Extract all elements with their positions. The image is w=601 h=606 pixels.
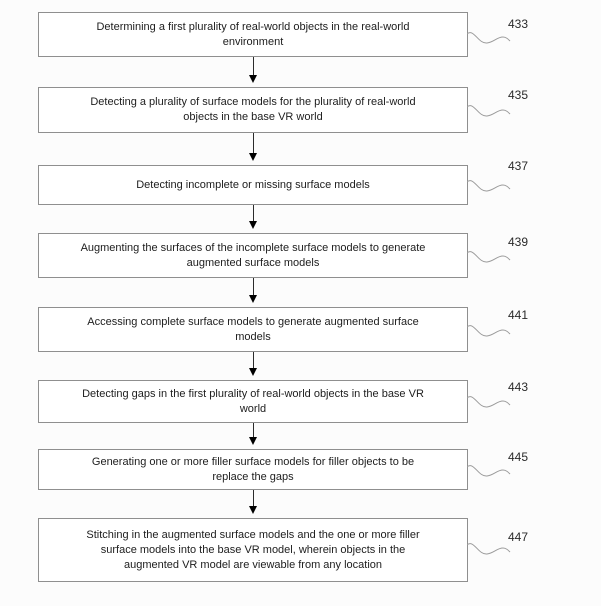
flow-step-text: Augmenting the surfaces of the incomplet… — [80, 241, 426, 269]
flowchart: Determining a first plurality of real-wo… — [38, 12, 528, 582]
flow-step-box: Accessing complete surface models to gen… — [38, 307, 468, 352]
arrow-shaft — [252, 278, 254, 295]
flow-step-8: Stitching in the augmented surface model… — [38, 518, 528, 582]
ref-number: 439 — [508, 235, 529, 249]
flow-step-6: Detecting gaps in the first plurality of… — [38, 380, 528, 423]
flow-step-box: Generating one or more filler surface mo… — [38, 449, 468, 490]
flow-step-text: Detecting a plurality of surface models … — [90, 96, 416, 123]
lead-line-squiggle — [467, 180, 511, 192]
arrow-head — [249, 153, 257, 161]
flow-step-box: Detecting gaps in the first plurality of… — [38, 380, 468, 423]
ref-number: 445 — [508, 450, 529, 464]
ref-number: 443 — [508, 380, 529, 394]
flow-step-4: Augmenting the surfaces of the incomplet… — [38, 233, 528, 278]
down-arrow-icon — [38, 352, 468, 380]
down-arrow-icon — [38, 133, 468, 165]
flow-step-box: Detecting incomplete or missing surface … — [38, 165, 468, 205]
flow-step-text: Determining a first plurality of real-wo… — [96, 20, 410, 48]
flow-step-1: Determining a first plurality of real-wo… — [38, 12, 528, 57]
down-arrow-icon — [38, 205, 468, 233]
down-arrow-icon — [38, 57, 468, 87]
flow-step-7: Generating one or more filler surface mo… — [38, 449, 528, 490]
flow-step-text: Detecting gaps in the first plurality of… — [82, 387, 424, 415]
flow-step-box: Augmenting the surfaces of the incomplet… — [38, 233, 468, 278]
down-arrow-icon — [38, 423, 468, 449]
ref-number: 435 — [508, 88, 529, 102]
ref-number: 441 — [508, 308, 529, 322]
flow-step-text: Detecting incomplete or missing surface … — [136, 178, 370, 191]
arrow-shaft — [252, 352, 254, 368]
down-arrow-icon — [38, 278, 468, 307]
lead-line-squiggle — [467, 465, 511, 477]
lead-line-squiggle — [467, 251, 511, 263]
flow-step-2: Detecting a plurality of surface models … — [38, 87, 528, 133]
arrow-head — [249, 75, 257, 83]
ref-number: 447 — [508, 530, 529, 544]
lead-line-squiggle — [467, 105, 511, 117]
arrow-head — [249, 437, 257, 445]
lead-line-squiggle — [467, 396, 511, 408]
flow-step-box: Detecting a plurality of surface models … — [38, 87, 468, 133]
arrow-shaft — [252, 205, 254, 221]
ref-number: 433 — [508, 17, 529, 31]
arrow-head — [249, 368, 257, 376]
arrow-head — [249, 506, 257, 514]
flow-step-text: Accessing complete surface models to gen… — [87, 315, 419, 343]
arrow-shaft — [252, 133, 254, 153]
flow-step-text: Stitching in the augmented surface model… — [86, 528, 420, 571]
lead-line-squiggle — [467, 325, 511, 337]
flow-step-5: Accessing complete surface models to gen… — [38, 307, 528, 352]
arrow-shaft — [252, 423, 254, 437]
arrow-head — [249, 295, 257, 303]
flow-step-text: Generating one or more filler surface mo… — [91, 455, 415, 483]
flow-step-3: Detecting incomplete or missing surface … — [38, 159, 528, 205]
arrow-shaft — [252, 490, 254, 506]
arrow-head — [249, 221, 257, 229]
ref-number: 437 — [508, 159, 529, 173]
lead-line-squiggle — [467, 543, 511, 555]
flow-step-box: Stitching in the augmented surface model… — [38, 518, 468, 582]
arrow-shaft — [252, 57, 254, 75]
flow-step-box: Determining a first plurality of real-wo… — [38, 12, 468, 57]
down-arrow-icon — [38, 490, 468, 518]
lead-line-squiggle — [467, 32, 511, 44]
